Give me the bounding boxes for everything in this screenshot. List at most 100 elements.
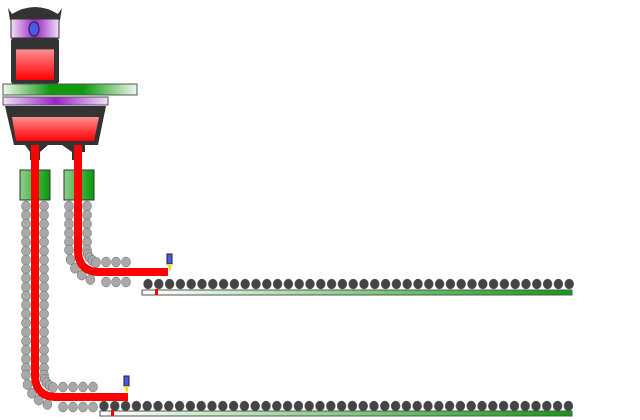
runout-roller [413, 278, 423, 290]
tundish [5, 106, 106, 160]
runout-roller [336, 400, 347, 412]
guide-roller [39, 272, 49, 284]
guide-roller [21, 281, 31, 293]
runout-roller [196, 400, 206, 412]
runout-roller [401, 400, 412, 412]
flame-icon [167, 264, 172, 272]
runout-roller [240, 278, 250, 290]
guide-roller [78, 381, 88, 393]
runout-roller [552, 400, 563, 412]
guide-roller [21, 344, 31, 356]
runout-roller [262, 278, 272, 290]
guide-roller [48, 382, 58, 393]
ladle-lid [8, 7, 62, 20]
guide-rollers [21, 200, 574, 413]
runout-roller [369, 400, 379, 412]
runout-roller [563, 400, 574, 412]
runout-roller [250, 400, 260, 412]
runout-roller [542, 400, 552, 412]
runout-roller [174, 400, 185, 412]
guide-roller [39, 218, 49, 230]
runout-roller [326, 400, 336, 412]
runout-roller [175, 278, 186, 290]
guide-roller [64, 244, 74, 256]
guide-roller [39, 281, 49, 293]
guide-roller [64, 200, 74, 212]
runout-roller [282, 400, 293, 412]
guide-roller [101, 276, 111, 288]
guide-roller [21, 272, 31, 284]
guide-roller [21, 209, 31, 221]
runout-roller [467, 278, 477, 290]
runout-roller [391, 278, 402, 290]
runout-roller [99, 400, 109, 412]
runout-roller [477, 400, 487, 412]
runout-roller [186, 278, 196, 290]
runout-roller [229, 278, 240, 290]
runout-table-2 [99, 410, 573, 417]
runout-roller [520, 400, 530, 412]
runout-roller [509, 400, 520, 412]
tundish-car-rail [2, 83, 138, 96]
guide-roller [21, 369, 31, 381]
runout-roller [110, 400, 120, 412]
runout-roller [456, 278, 466, 290]
runout-roller [423, 400, 433, 412]
guide-roller [39, 245, 49, 257]
guide-roller [85, 274, 96, 285]
guide-roller [39, 326, 49, 338]
guide-roller [39, 236, 49, 248]
guide-roller [39, 317, 49, 329]
runout-roller [510, 278, 520, 290]
runout-roller [293, 400, 304, 412]
guide-roller [64, 227, 74, 239]
strand-1-steel [74, 145, 168, 276]
runout-roller [239, 400, 250, 412]
runout-roller [499, 278, 510, 290]
guide-roller [82, 200, 92, 212]
runout-roller [498, 400, 509, 412]
runout-roller [445, 278, 456, 290]
runout-roller [488, 400, 498, 412]
guide-roller [21, 245, 31, 257]
runout-roller [261, 400, 271, 412]
runout-roller [131, 400, 142, 412]
runout-roller [272, 278, 283, 290]
strand-2-steel [31, 145, 128, 401]
guide-roller [39, 353, 49, 365]
ladle-steel-level [16, 49, 54, 80]
runout-roller [402, 278, 412, 290]
guide-roller [21, 254, 31, 266]
runout-roller [380, 278, 391, 290]
cutting-torch-2 [123, 375, 130, 394]
runout-roller [488, 278, 499, 290]
tundish-steel [12, 117, 99, 141]
guide-roller [21, 353, 31, 365]
guide-roller [39, 299, 49, 311]
guide-roller [21, 335, 31, 347]
guide-roller [21, 290, 31, 302]
guide-roller [64, 218, 74, 230]
runout-roller [185, 400, 196, 412]
cutting-torch-1 [166, 253, 173, 272]
runout-roller [283, 278, 294, 290]
runout-roller [272, 400, 282, 412]
guide-roller [39, 209, 49, 221]
ladle-indicator-icon [28, 21, 40, 37]
runout-roller [359, 278, 369, 290]
runout-roller [380, 400, 390, 412]
guide-roller [42, 399, 53, 410]
torch-icon [166, 253, 173, 265]
guide-roller [21, 326, 31, 338]
runout-roller [208, 278, 218, 290]
runout-roller [218, 278, 229, 290]
guide-roller [88, 401, 98, 413]
guide-roller [58, 381, 68, 393]
guide-roller [21, 227, 31, 239]
ladle [8, 7, 62, 84]
runout-roller [218, 400, 228, 412]
runout-roller [434, 400, 444, 412]
guide-roller [64, 209, 74, 221]
runout-roller [142, 400, 152, 412]
guide-roller [82, 227, 92, 239]
